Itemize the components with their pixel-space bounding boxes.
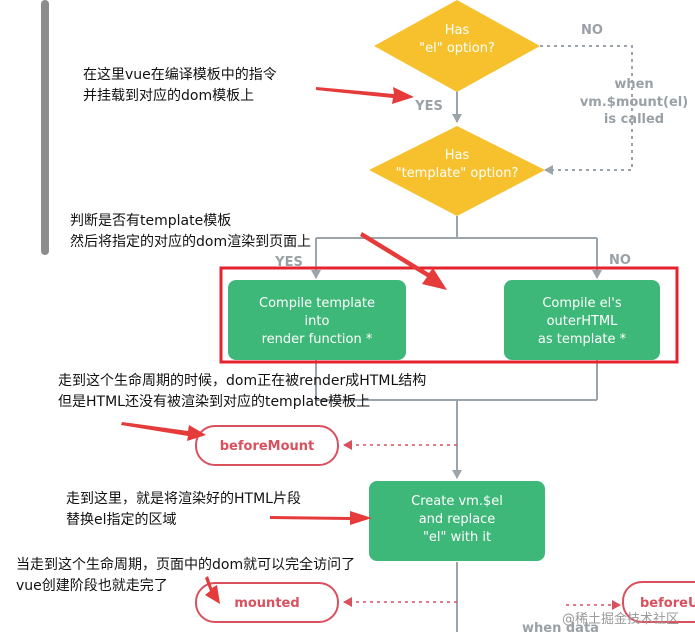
- label-yes-branch: YES: [274, 255, 303, 270]
- create-el-box: [369, 481, 545, 561]
- annotation-line: 在这里vue在编译模板中的指令: [83, 67, 277, 83]
- annotation-compile-directives: 在这里vue在编译模板中的指令 并挂载到对应的dom模板上: [83, 65, 277, 107]
- arrow-note2: [360, 232, 447, 290]
- hook-beforeupdate-label: beforeU: [640, 596, 695, 611]
- arrow-note1: [316, 87, 414, 104]
- when-mount-line3: is called: [604, 112, 664, 127]
- annotation-line: 并挂载到对应的dom模板上: [83, 88, 255, 104]
- highlight-box: [219, 266, 679, 364]
- hook-mounted-label: mounted: [234, 596, 299, 611]
- label-yes-top: YES: [414, 99, 443, 114]
- decision-template-diamond: [369, 126, 545, 216]
- when-mount-line1: when: [614, 77, 653, 92]
- hook-mounted: [195, 582, 339, 623]
- label-no-branch: NO: [609, 253, 631, 268]
- hook-beforemount: [195, 425, 339, 466]
- flow-connectors: [311, 45, 633, 632]
- annotation-line: 判断是否有template模板: [70, 213, 232, 229]
- annotation-line: vue创建阶段也就走完了: [16, 578, 168, 594]
- annotation-line: 但是HTML还没有被渲染到对应的template模板上: [58, 394, 371, 410]
- arrow-note3: [121, 422, 206, 441]
- watermark: @稀土掘金技术社区: [562, 612, 680, 627]
- annotation-line: 替换el指定的区域: [66, 512, 177, 528]
- label-when-data: when data: [522, 621, 599, 632]
- hook-beforemount-label: beforeMount: [220, 439, 315, 454]
- label-no-top: NO: [581, 23, 603, 38]
- annotation-line: 走到这里，就是将渲染好的HTML片段: [66, 491, 301, 507]
- decision-el-line2: "el" option?: [419, 41, 495, 56]
- scrollbar-thumb[interactable]: [41, 0, 49, 255]
- compile-template-line3: render function *: [262, 332, 373, 347]
- decision-el-diamond: [374, 0, 540, 92]
- hook-beforeupdate: [622, 581, 695, 623]
- arrow-note4: [270, 511, 372, 525]
- connector-no-dotted: [540, 45, 633, 175]
- annotation-before-mount: 走到这个生命周期的时候，dom正在被render成HTML结构 但是HTML还没…: [58, 371, 426, 413]
- compile-el-line2: outerHTML: [547, 314, 619, 329]
- decision-template-line2: "template" option?: [396, 166, 519, 181]
- compile-template-box: [228, 280, 406, 360]
- create-el-line3: "el" with it: [423, 530, 491, 545]
- annotation-arrows: [121, 87, 447, 604]
- create-el-line2: and replace: [419, 512, 496, 527]
- annotation-line: 当走到这个生命周期，页面中的dom就可以完全访问了: [16, 557, 356, 573]
- create-el-line1: Create vm.$el: [411, 494, 503, 509]
- annotation-check-template: 判断是否有template模板 然后将指定的对应的dom渲染到页面上: [70, 211, 311, 253]
- annotation-line: 然后将指定的对应的dom渲染到页面上: [70, 234, 312, 250]
- connector-template-split: [316, 216, 597, 239]
- compile-el-line1: Compile el's: [542, 296, 621, 311]
- when-mount-line2: vm.$mount(el): [580, 95, 688, 110]
- decision-el-line1: Has: [445, 23, 470, 38]
- compile-template-line1: Compile template: [259, 296, 375, 311]
- compile-el-line3: as template *: [538, 332, 627, 347]
- decision-template-line1: Has: [445, 148, 470, 163]
- compile-template-line2: into: [305, 314, 330, 329]
- annotation-replace-el: 走到这里，就是将渲染好的HTML片段 替换el指定的区域: [66, 489, 301, 531]
- annotation-line: 走到这个生命周期的时候，dom正在被render成HTML结构: [58, 373, 427, 389]
- arrow-note5: [205, 576, 220, 604]
- annotation-mounted: 当走到这个生命周期，页面中的dom就可以完全访问了 vue创建阶段也就走完了: [16, 555, 355, 597]
- compile-el-box: [504, 280, 660, 360]
